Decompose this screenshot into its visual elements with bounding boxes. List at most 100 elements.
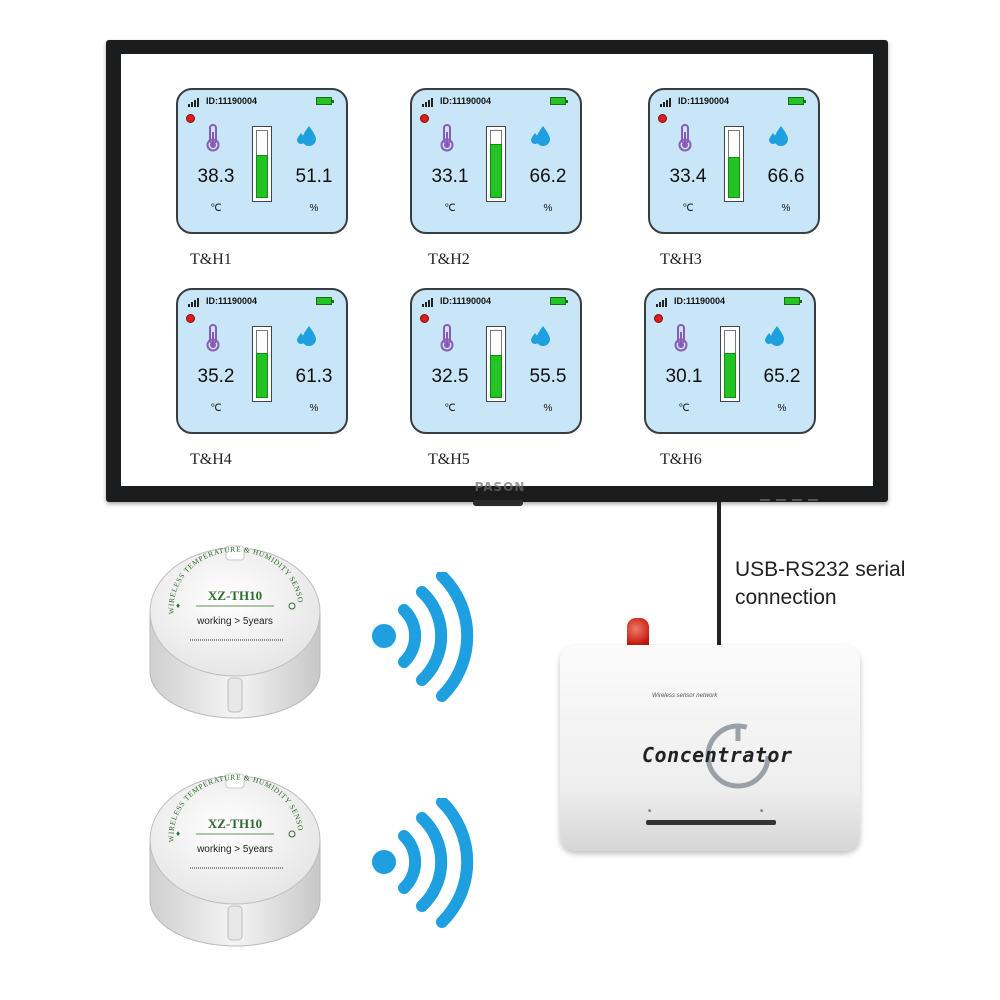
level-gauge [252, 326, 272, 402]
concentrator-logo-icon [705, 723, 771, 789]
sensor-id: ID:11190004 [674, 296, 726, 306]
monitor-brand-logo: PASON [474, 480, 526, 494]
level-gauge [720, 326, 740, 402]
level-gauge [486, 126, 506, 202]
panel-label: T&H3 [660, 251, 702, 268]
panel-topbar: ID:11190004 [412, 96, 580, 110]
sensor-panel: ID:11190004 33.1 66.2 ℃ % [410, 88, 582, 234]
humidity-value: 66.2 [529, 166, 567, 187]
humidity-unit: % [781, 203, 791, 214]
xz-th10-sensor: WIRELESS TEMPERATURE & HUMIDITY SENSOR X… [143, 533, 324, 720]
humidity-drop-icon [765, 326, 784, 346]
status-dot [186, 314, 195, 323]
sensor-model: XZ-TH10 [208, 588, 262, 603]
battery-icon [550, 97, 568, 105]
panel-label: T&H4 [190, 451, 232, 468]
level-gauge [486, 326, 506, 402]
panel-label: T&H2 [428, 251, 470, 268]
monitor-stand [473, 500, 523, 506]
humidity-unit: % [309, 203, 319, 214]
status-dot [654, 314, 663, 323]
humidity-unit: % [309, 403, 319, 414]
signal-icon [660, 98, 674, 107]
thermometer-icon [674, 324, 688, 352]
status-dot [186, 114, 195, 123]
humidity-value: 61.3 [295, 366, 333, 387]
signal-icon [188, 98, 202, 107]
sensor-id: ID:11190004 [440, 96, 492, 106]
thermometer-icon [206, 324, 220, 352]
battery-icon [316, 297, 334, 305]
panel-topbar: ID:11190004 [412, 296, 580, 310]
gauge-fill [256, 353, 268, 398]
sensor-panel: ID:11190004 35.2 61.3 ℃ % [176, 288, 348, 434]
sensor-model: XZ-TH10 [208, 816, 262, 831]
thermometer-icon [440, 324, 454, 352]
temperature-value: 35.2 [197, 366, 235, 387]
battery-icon [316, 97, 334, 105]
signal-icon [188, 298, 202, 307]
sensor-id: ID:11190004 [440, 296, 492, 306]
panel-label: T&H5 [428, 451, 470, 468]
sensor-panel: ID:11190004 32.5 55.5 ℃ % [410, 288, 582, 434]
svg-text:♦: ♦ [176, 601, 180, 610]
panel-topbar: ID:11190004 [646, 296, 814, 310]
sensor-id: ID:11190004 [678, 96, 730, 106]
humidity-value: 55.5 [529, 366, 567, 387]
panel-topbar: ID:11190004 [178, 296, 346, 310]
thermometer-icon [440, 124, 454, 152]
sensor-life: working > 5years [196, 616, 273, 627]
connection-label: USB-RS232 serial connection [735, 556, 905, 612]
xz-th10-sensor: WIRELESS TEMPERATURE & HUMIDITY SENSOR X… [143, 761, 324, 948]
temperature-unit: ℃ [210, 203, 222, 214]
svg-text:♦: ♦ [176, 829, 180, 838]
status-dot [658, 114, 667, 123]
battery-icon [788, 97, 806, 105]
sensor-id: ID:11190004 [206, 96, 258, 106]
wireless-signal-icon [366, 796, 476, 928]
concentrator-port-label: ■ [760, 808, 764, 814]
concentrator-subtitle: Wireless sensor network [652, 693, 718, 699]
humidity-unit: % [543, 403, 553, 414]
wireless-signal-icon [366, 570, 476, 702]
humidity-drop-icon [297, 326, 316, 346]
panel-label: T&H1 [190, 251, 232, 268]
sensor-id: ID:11190004 [206, 296, 258, 306]
monitor-control-buttons [760, 488, 850, 501]
gauge-fill [256, 155, 268, 198]
humidity-drop-icon [531, 126, 550, 146]
battery-icon [784, 297, 802, 305]
temperature-unit: ℃ [678, 403, 690, 414]
level-gauge [724, 126, 744, 202]
concentrator-slot [646, 820, 776, 825]
temperature-unit: ℃ [682, 203, 694, 214]
concentrator-port-label: ■ [648, 808, 652, 814]
thermometer-icon [678, 124, 692, 152]
status-dot [420, 314, 429, 323]
panel-topbar: ID:11190004 [650, 96, 818, 110]
signal-icon [422, 98, 436, 107]
humidity-unit: % [777, 403, 787, 414]
concentrator-name: Concentrator [642, 743, 793, 767]
temperature-unit: ℃ [444, 403, 456, 414]
temperature-value: 33.1 [431, 166, 469, 187]
temperature-unit: ℃ [210, 403, 222, 414]
connection-label-line1: USB-RS232 serial [735, 558, 906, 581]
gauge-fill [728, 157, 740, 198]
temperature-value: 30.1 [665, 366, 703, 387]
serial-cable [717, 502, 721, 652]
temperature-unit: ℃ [444, 203, 456, 214]
status-dot [420, 114, 429, 123]
humidity-value: 51.1 [295, 166, 333, 187]
battery-icon [550, 297, 568, 305]
humidity-value: 66.6 [767, 166, 805, 187]
humidity-drop-icon [769, 126, 788, 146]
sensor-panel: ID:11190004 30.1 65.2 ℃ % [644, 288, 816, 434]
gauge-fill [724, 353, 736, 398]
signal-icon [656, 298, 670, 307]
gauge-fill [490, 144, 502, 198]
sensor-panel: ID:11190004 33.4 66.6 ℃ % [648, 88, 820, 234]
sensor-panel: ID:11190004 38.3 51.1 ℃ % [176, 88, 348, 234]
sensor-body: WIRELESS TEMPERATURE & HUMIDITY SENSOR X… [143, 533, 321, 719]
humidity-value: 65.2 [763, 366, 801, 387]
